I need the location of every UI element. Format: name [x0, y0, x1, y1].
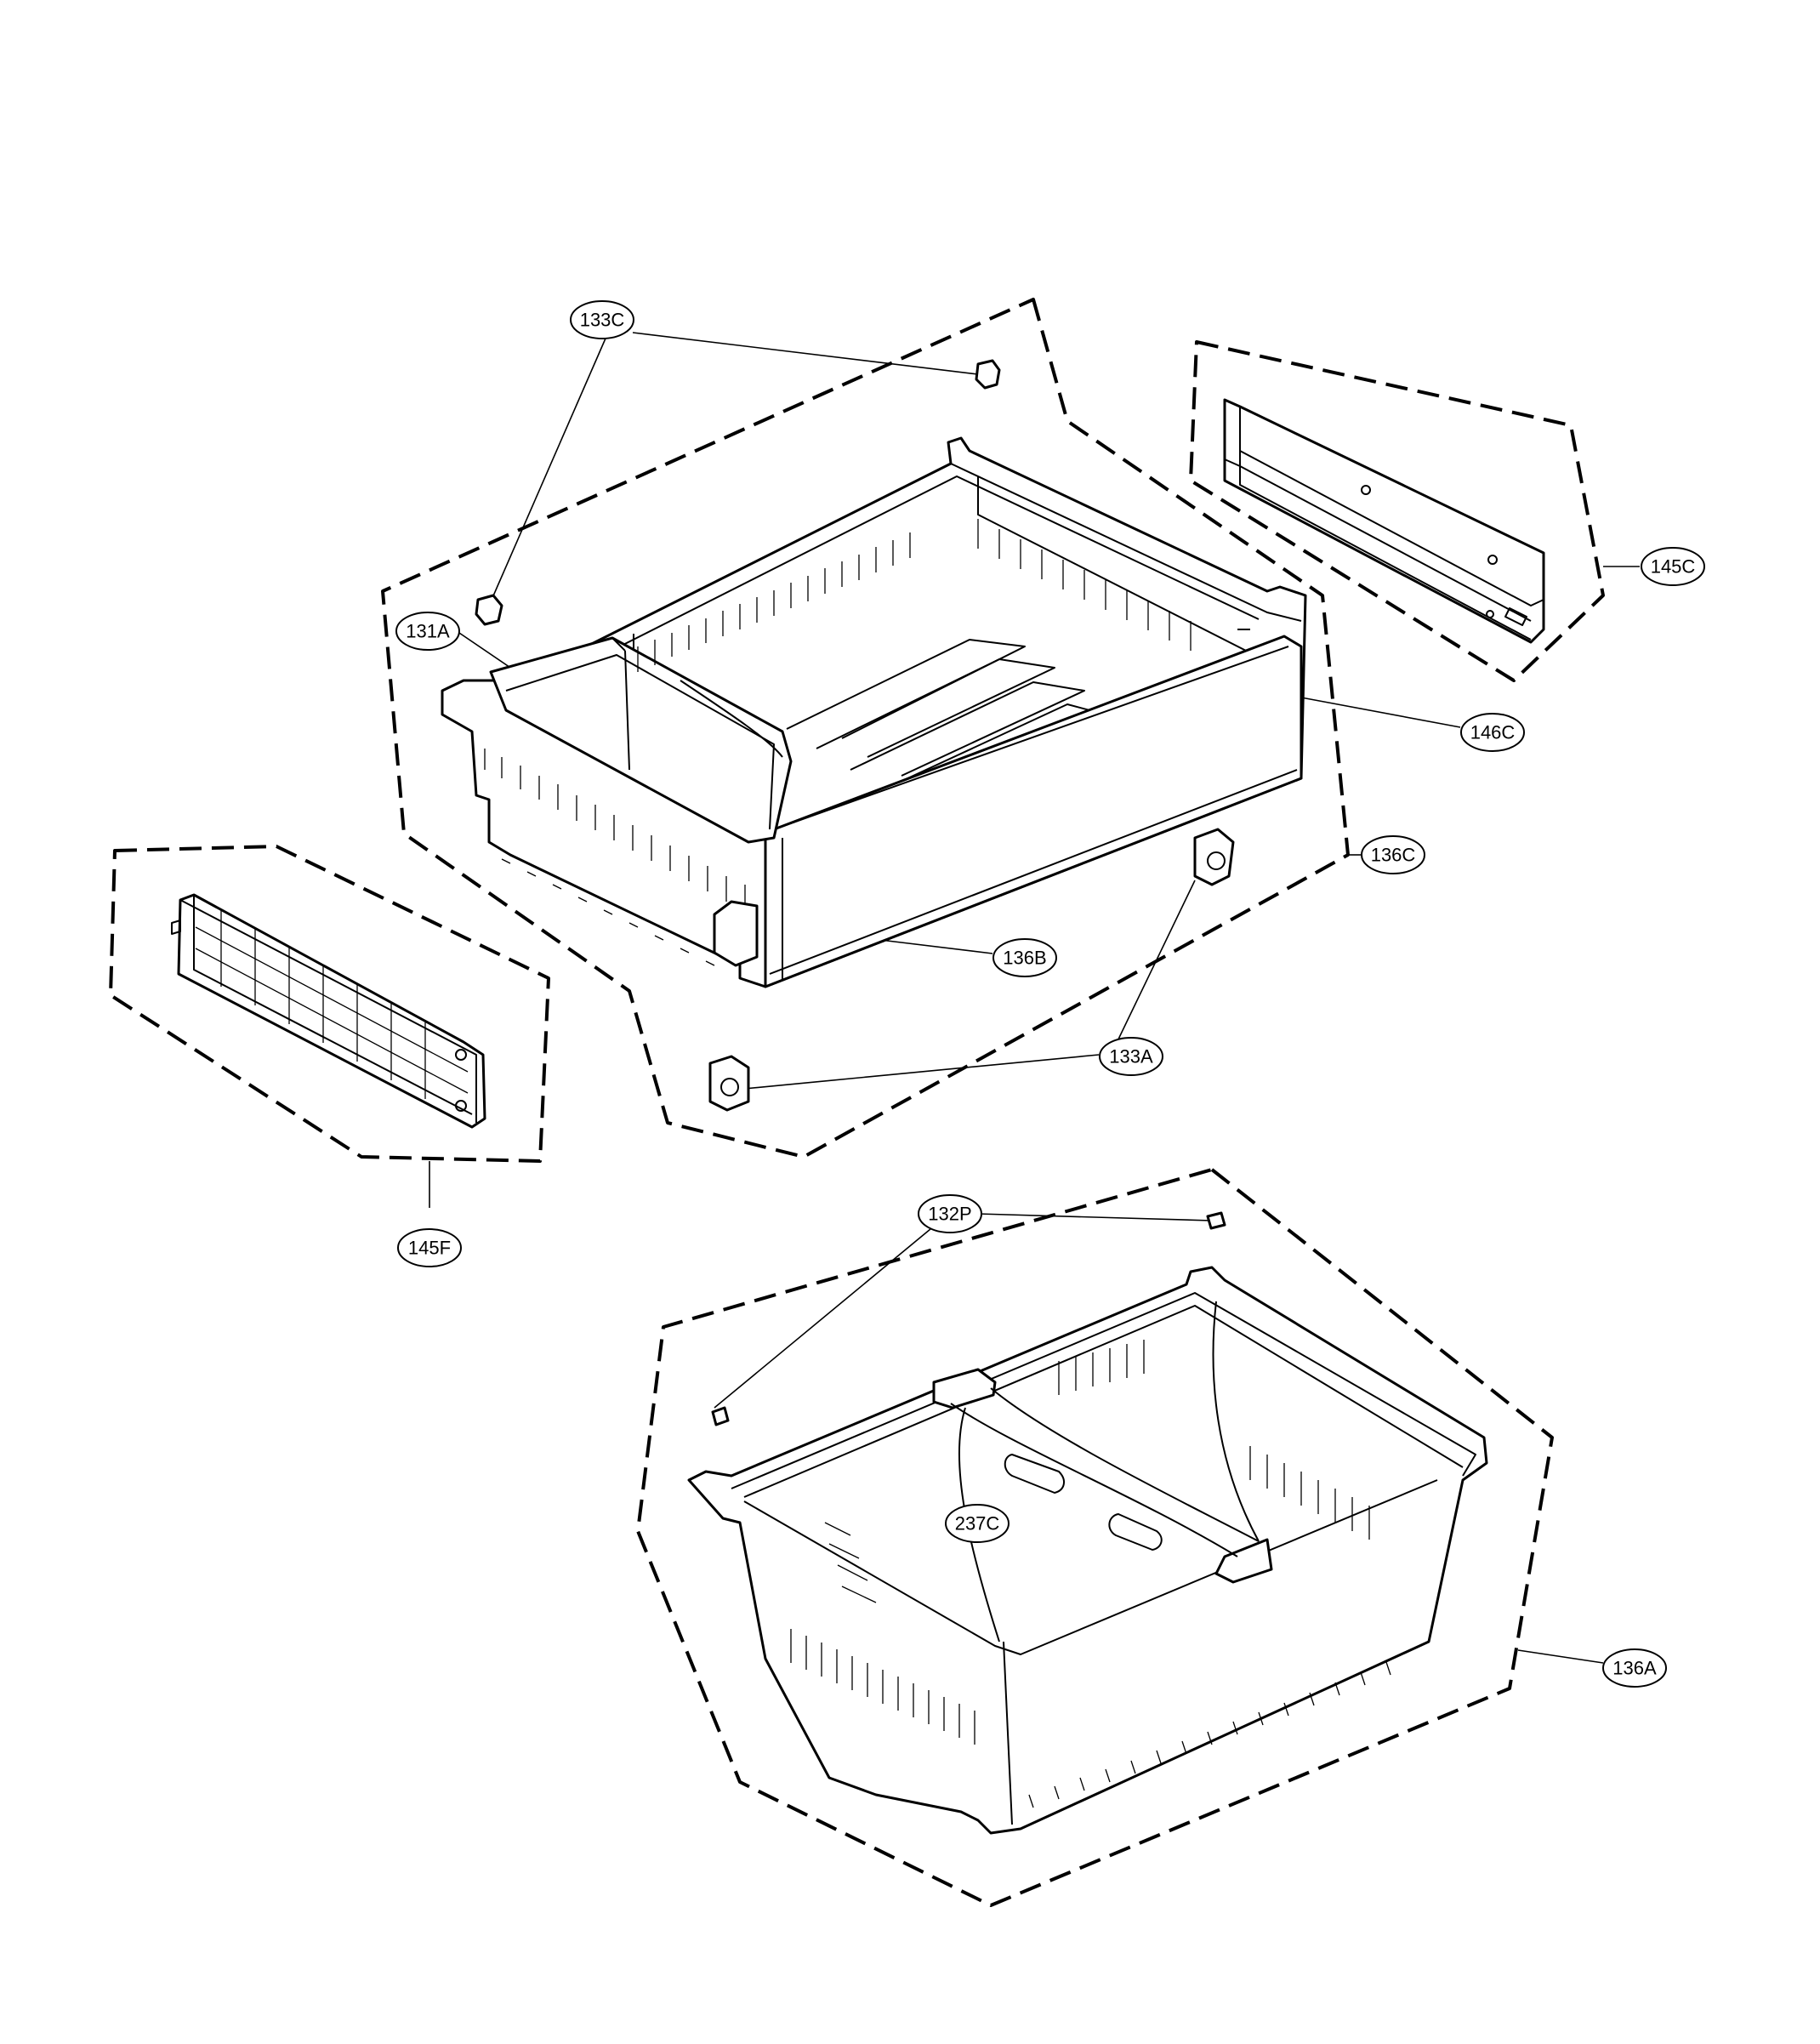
- clip-133c-parts: [475, 359, 1001, 626]
- callout-133a: 133A: [1099, 1037, 1163, 1076]
- callout-237c: 237C: [945, 1504, 1010, 1543]
- callout-133a-label: 133A: [1109, 1046, 1153, 1068]
- rail-145c-group-boundary: [1189, 340, 1605, 682]
- callout-136b: 136B: [992, 938, 1057, 977]
- callout-146c-label: 146C: [1470, 722, 1516, 743]
- callout-132p-label: 132P: [928, 1204, 971, 1225]
- callout-133c-label: 133C: [580, 310, 625, 331]
- callout-145c-label: 145C: [1651, 556, 1696, 578]
- callout-136b-label: 136B: [1003, 948, 1046, 969]
- callout-237c-label: 237C: [955, 1513, 1000, 1534]
- callout-132p: 132P: [918, 1194, 982, 1233]
- cover-145f-group-boundary: [109, 845, 550, 1163]
- callout-136c: 136C: [1361, 835, 1425, 874]
- callout-136a: 136A: [1602, 1648, 1667, 1688]
- callout-145f-label: 145F: [408, 1238, 451, 1259]
- callout-131a-label: 131A: [406, 621, 450, 642]
- roller-133a-parts: [708, 828, 1235, 1112]
- callout-136c-label: 136C: [1371, 845, 1416, 866]
- leader-lines: [429, 332, 1640, 1664]
- callout-136a-label: 136A: [1612, 1658, 1657, 1679]
- callouts: 133C 145C 131A 146C 136C 136B 133A 145F: [395, 300, 1705, 1688]
- callout-131a: 131A: [395, 612, 460, 651]
- callout-145c: 145C: [1641, 547, 1705, 586]
- upper-drawer-group-boundary: [381, 298, 1350, 1159]
- lower-basket-part: [687, 1211, 1488, 1835]
- cover-145f-part: [171, 893, 486, 1129]
- lower-basket-group-boundary: [636, 1168, 1554, 1907]
- group-boundaries: [109, 298, 1605, 1907]
- rail-part: [1223, 398, 1545, 644]
- callout-133c: 133C: [570, 300, 634, 339]
- upper-drawer-part: [441, 436, 1307, 988]
- callout-145f: 145F: [397, 1228, 462, 1267]
- callout-146c: 146C: [1460, 713, 1525, 752]
